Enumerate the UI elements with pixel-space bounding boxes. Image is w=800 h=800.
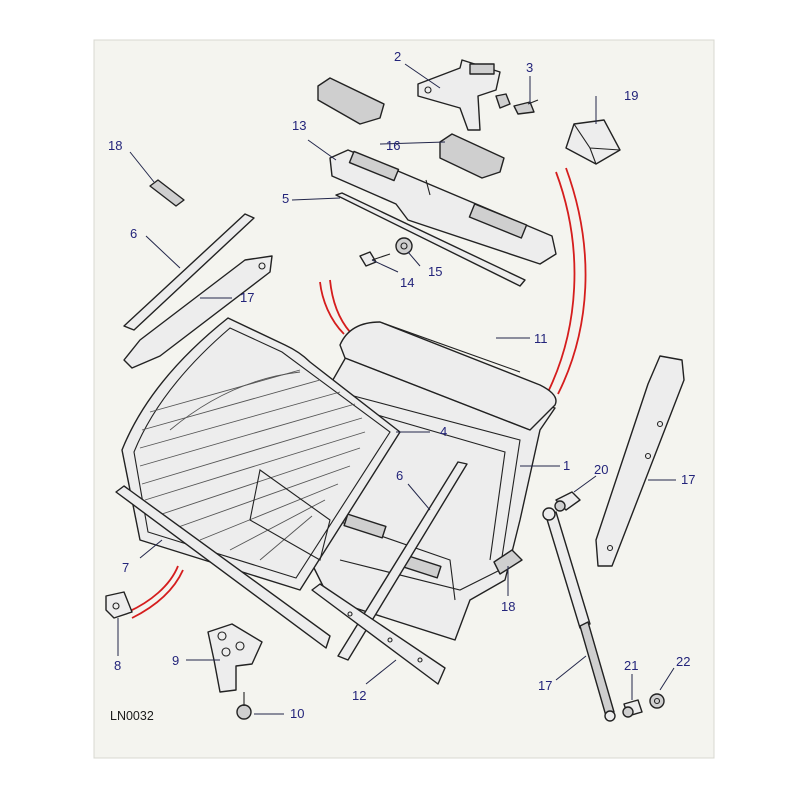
callout-2: 2 [394, 49, 401, 64]
callout-1: 1 [563, 458, 570, 473]
part-4-rear-glass [121, 317, 401, 591]
callout-17-right: 17 [681, 472, 695, 487]
part-22-ball-stud [554, 491, 581, 512]
part-10-bolt [236, 692, 252, 720]
part-13-upper-moulding [329, 149, 557, 265]
callout-24: 22 [676, 654, 690, 669]
part-5-upper-strip [335, 192, 526, 287]
leader-lines [117, 63, 676, 715]
part-23-stud [622, 699, 643, 718]
callout-18: 18 [501, 599, 515, 614]
part-3-bolts [495, 93, 539, 115]
callout-9: 9 [172, 653, 179, 668]
callout-5: 5 [282, 191, 289, 206]
callout-8: 8 [114, 658, 121, 673]
callout-11: 12 [352, 688, 366, 703]
part-19-gas-strut [542, 507, 616, 722]
callout-7: 7 [122, 560, 129, 575]
callout-4: 4 [440, 424, 447, 439]
part-12-spoiler [339, 321, 557, 431]
callout-17-left: 17 [240, 290, 254, 305]
part-2-hinge [417, 59, 501, 131]
part-11-lower-rail [311, 583, 446, 685]
part-24-washer [649, 693, 665, 709]
callout-labels: 2 3 19 13 16 18 5 6 15 14 17 11 4 1 20 6… [108, 49, 695, 723]
part-16-bracket-lower [439, 133, 505, 179]
callout-3: 3 [526, 60, 533, 75]
part-6-left-strip [123, 213, 255, 331]
part-17-left-panel [123, 255, 273, 369]
part-15-nut [395, 237, 413, 255]
callout-22: 20 [594, 462, 608, 477]
callout-20: 18 [108, 138, 122, 153]
callout-6-left: 6 [130, 226, 137, 241]
part-20-pad [149, 179, 185, 207]
callout-10: 10 [290, 706, 304, 721]
callout-19: 17 [538, 678, 552, 693]
callout-12: 11 [534, 331, 548, 346]
callout-6-right: 6 [396, 468, 403, 483]
part-7-lower-seal [115, 485, 331, 649]
callout-15: 15 [428, 264, 442, 279]
part-9-bracket [207, 623, 263, 693]
part-16-bracket-top [317, 77, 385, 125]
part-18-clip [493, 549, 523, 575]
part-8-clip [105, 591, 133, 619]
callout-14: 14 [400, 275, 414, 290]
callout-21: 19 [624, 88, 638, 103]
callout-23: 21 [624, 658, 638, 673]
part-17-right-panel [595, 355, 685, 567]
part-21-stop-lamp [565, 119, 621, 165]
callout-13: 13 [292, 118, 306, 133]
part-6-right-strip [337, 461, 468, 661]
diagram-code: LN0032 [110, 709, 154, 723]
callout-16: 16 [386, 138, 400, 153]
